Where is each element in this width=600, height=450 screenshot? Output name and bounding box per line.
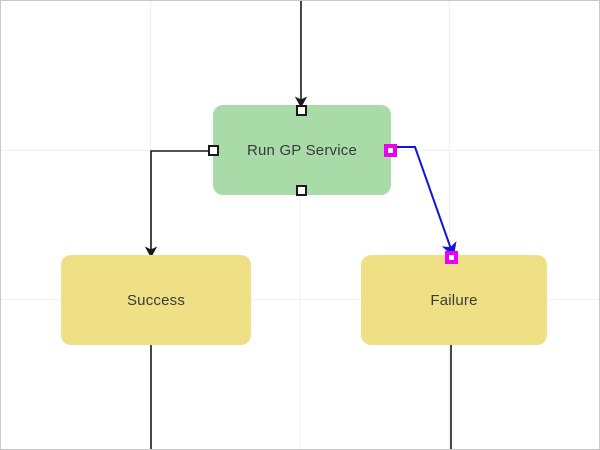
port-top-failure[interactable] — [445, 251, 458, 264]
port-right-run-gp-service[interactable] — [384, 144, 397, 157]
node-label: Failure — [430, 291, 478, 309]
node-success[interactable]: Success — [61, 255, 251, 345]
edge-to-failure[interactable] — [395, 146, 457, 257]
node-label: Success — [126, 291, 186, 309]
node-failure[interactable]: Failure — [361, 255, 547, 345]
port-top-run-gp-service[interactable] — [296, 105, 307, 116]
node-label: Run GP Service — [246, 141, 358, 159]
port-bottom-run-gp-service[interactable] — [296, 185, 307, 196]
port-left-run-gp-service[interactable] — [208, 145, 219, 156]
edge-to-success[interactable] — [144, 150, 209, 258]
node-run-gp-service[interactable]: Run GP Service — [213, 105, 391, 195]
